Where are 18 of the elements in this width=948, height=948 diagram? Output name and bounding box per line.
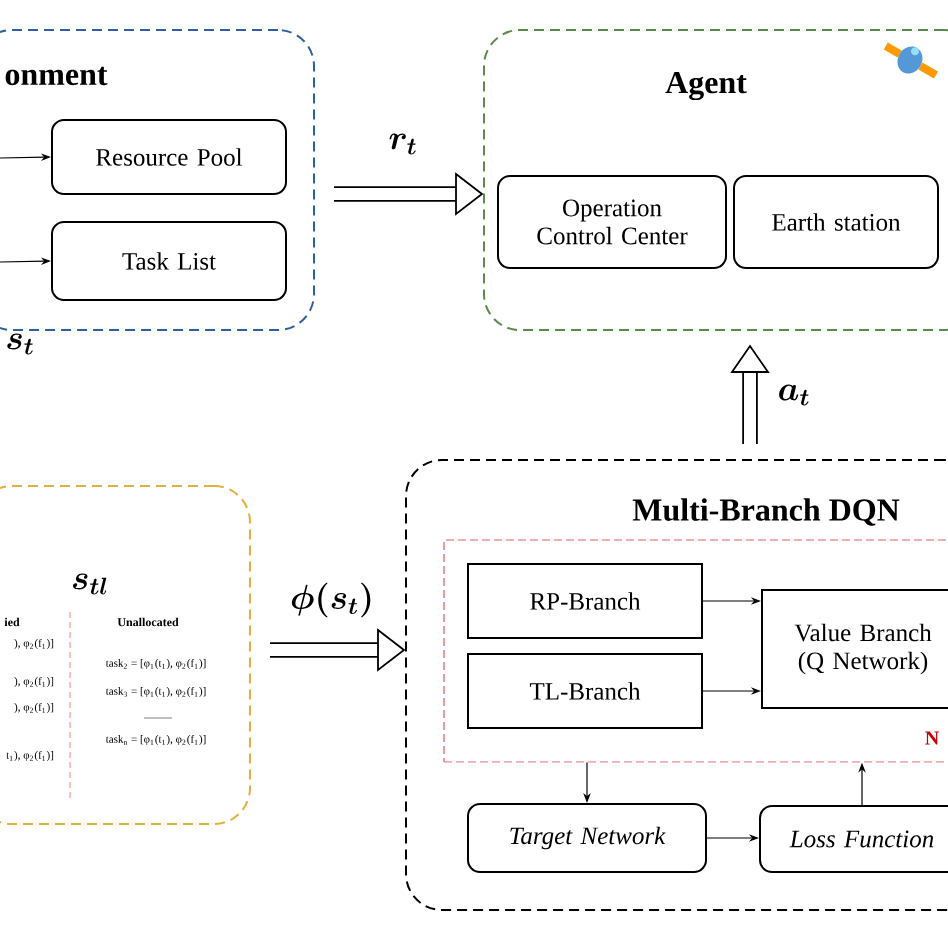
corner-label: N	[925, 731, 939, 745]
process-box: Value Branch (Q Network)	[761, 589, 948, 709]
process-box: Operation Control Center	[497, 175, 727, 269]
formula-label: $s_t$	[7, 333, 33, 355]
edge-label: $\phi(s_t)$	[291, 582, 371, 618]
edge-label: $a_t$	[779, 384, 809, 406]
group-heading: Agent	[665, 71, 747, 101]
process-box: Loss Function	[759, 805, 948, 873]
formula-heading: $s_{tl}$	[73, 573, 107, 595]
group-heading: Multi-Branch DQN	[632, 498, 900, 526]
process-box: Task List	[51, 221, 287, 301]
process-box: Earth station	[733, 175, 939, 269]
process-box: TL-Branch	[467, 653, 703, 729]
process-box: RP-Branch	[467, 563, 703, 639]
edge-label: $r_t$	[389, 133, 416, 155]
process-box: Resource Pool	[51, 119, 287, 195]
group-heading: onment	[5, 66, 108, 86]
process-box: Target Network	[467, 803, 707, 873]
